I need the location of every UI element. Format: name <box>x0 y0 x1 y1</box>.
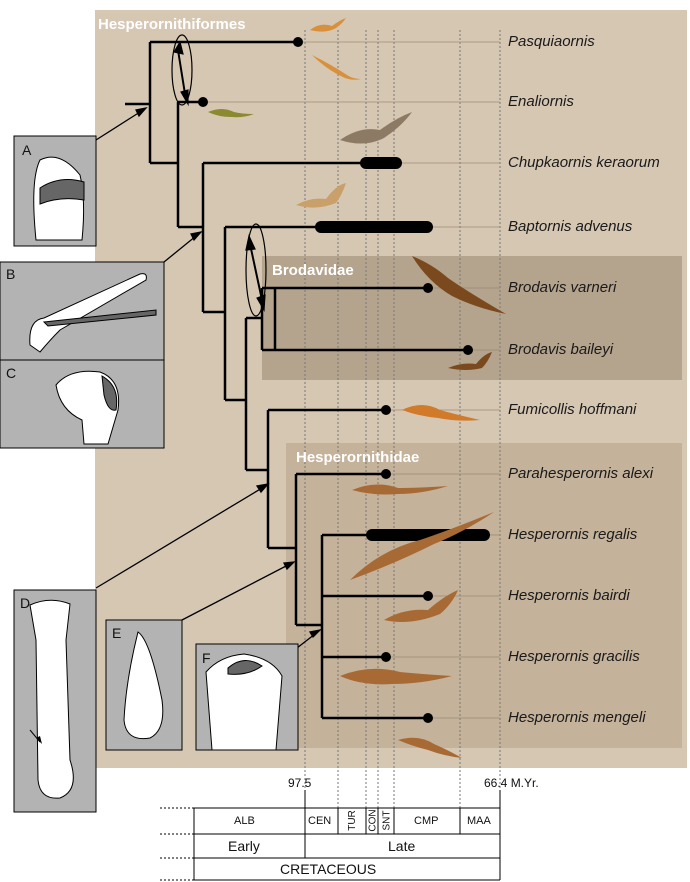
panel-letter-b: B <box>6 266 15 282</box>
taxon-label: Baptornis advenus <box>508 218 632 235</box>
taxon-label: Chupkaornis keraorum <box>508 154 660 171</box>
stage-label: ALB <box>234 815 255 827</box>
panel-letter-f: F <box>202 650 211 666</box>
stage-label: SNT <box>382 811 393 831</box>
epoch-label-early: Early <box>228 838 260 854</box>
taxon-label: Enaliornis <box>508 93 574 110</box>
inset-panel-f <box>196 644 298 750</box>
inset-panel-b <box>0 262 164 360</box>
timescale-tick-right: 66.4 M.Yr. <box>484 776 539 790</box>
stage-label: MAA <box>467 815 491 827</box>
panel-letter-d: D <box>20 595 30 611</box>
taxon-label: Parahesperornis alexi <box>508 465 653 482</box>
inset-panel-d <box>14 590 96 812</box>
taxon-label: Fumicollis hoffmani <box>508 401 636 418</box>
panel-letter-c: C <box>6 365 16 381</box>
clade-title-hesperornithidae: Hesperornithidae <box>296 449 419 466</box>
stage-label: CMP <box>414 815 438 827</box>
period-label: CRETACEOUS <box>280 861 376 877</box>
taxon-label: Brodavis varneri <box>508 279 616 296</box>
taxon-label: Hesperornis mengeli <box>508 709 646 726</box>
inset-panel-c <box>0 360 164 448</box>
taxon-label: Pasquiaornis <box>508 33 595 50</box>
clade-title-brodavidae: Brodavidae <box>272 262 354 279</box>
clade-title-hesperornithiformes: Hesperornithiformes <box>98 16 246 33</box>
timescale-tick-left: 97.5 <box>288 776 311 790</box>
taxon-label: Brodavis baileyi <box>508 341 613 358</box>
taxon-label: Hesperornis bairdi <box>508 587 630 604</box>
panel-letter-a: A <box>22 142 31 158</box>
taxon-label: Hesperornis gracilis <box>508 648 640 665</box>
taxon-label: Hesperornis regalis <box>508 526 637 543</box>
stage-label: CON <box>368 809 379 831</box>
epoch-label-late: Late <box>388 838 415 854</box>
stage-label: TUR <box>347 810 358 831</box>
stage-label: CEN <box>308 815 331 827</box>
panel-letter-e: E <box>112 625 121 641</box>
